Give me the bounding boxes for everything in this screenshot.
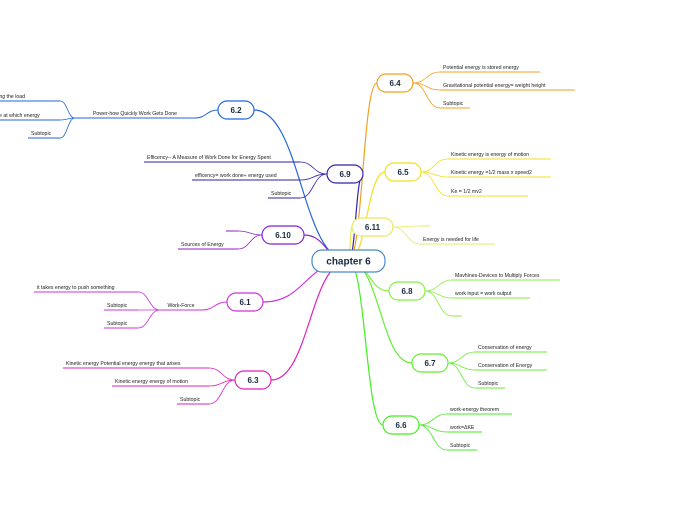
- topic-node-frame: [261, 225, 305, 245]
- subtopic-label: Conservation of Energy: [478, 363, 533, 369]
- connector-line: [194, 109, 219, 119]
- subtopic-label: work input = work output: [455, 291, 512, 297]
- subtopic-label: Energy is needed for life: [423, 237, 479, 243]
- topic-node-6-6[interactable]: 6.6: [382, 415, 420, 435]
- subtopic-label: Subtopic: [107, 303, 128, 309]
- topic-node-label: 6.10: [275, 231, 291, 240]
- connector-line: [299, 173, 328, 199]
- subtopic-label: Subtopic: [180, 397, 201, 403]
- subtopic-label: work-energy theorem: [450, 407, 499, 413]
- subtopic-label: Efficency-- A Measure of Work Done for E…: [147, 155, 271, 161]
- connector-line: [392, 226, 421, 245]
- topic-node-frame: [382, 415, 420, 435]
- subtopic-label: it takes energy to push something: [37, 285, 115, 291]
- connector-line: [447, 351, 476, 364]
- subtopic-label: Subtopic: [107, 321, 128, 327]
- connector-line: [418, 413, 448, 426]
- connector-line: [201, 301, 228, 311]
- connector-line: [412, 71, 441, 84]
- topic-node-6-5[interactable]: 6.5: [384, 162, 422, 182]
- subtopic-label: Work-Force: [168, 303, 195, 309]
- topic-node-label: 6.2: [230, 106, 242, 115]
- connector-line: [299, 161, 328, 175]
- subtopic-label: Subtopic: [478, 381, 499, 387]
- connector-line: [348, 171, 386, 262]
- connector-line: [348, 260, 413, 364]
- topic-node-6-4[interactable]: 6.4: [376, 73, 414, 93]
- node-layer: 6.4 Potential energy is stored energyGrav…: [0, 65, 546, 449]
- topic-node-label: 6.6: [395, 421, 407, 430]
- subtopic-label: Sources of Energy: [181, 242, 224, 248]
- topic-node-frame: [226, 292, 264, 312]
- subtopic-label: lifting the load: [0, 94, 25, 100]
- topic-node-6-11[interactable]: 6.11: [351, 217, 394, 237]
- subtopic-label: efficency= work done÷ energy used: [195, 173, 277, 179]
- topic-node-6-8[interactable]: 6.8: [388, 281, 426, 301]
- subtopic-label: Power-how Quickly Work Gets Done: [93, 111, 177, 117]
- subtopic-label: Subtopic: [271, 191, 292, 197]
- topic-node-label: 6.8: [401, 287, 413, 296]
- topic-node-6-2[interactable]: 6.2: [217, 100, 255, 120]
- topic-node-6-9[interactable]: 6.9: [326, 164, 364, 184]
- root-node-frame: [311, 249, 386, 273]
- subtopic-label: rate at which energy: [0, 113, 40, 119]
- connector-line: [348, 260, 384, 426]
- connector-line: [137, 309, 161, 329]
- connector-line: [420, 171, 449, 197]
- connector-line: [59, 117, 76, 139]
- connector-layer: [0, 71, 575, 451]
- topic-node-frame: [411, 353, 449, 373]
- topic-node-frame: [384, 162, 422, 182]
- topic-node-label: 6.9: [339, 170, 351, 179]
- root-node[interactable]: chapter 6: [311, 249, 386, 273]
- subtopic-label: Gravitational potential energy= weight h…: [443, 83, 546, 89]
- subtopic-label: Kinetic energy Potential energy energy t…: [66, 361, 181, 367]
- topic-node-label: 6.4: [389, 79, 401, 88]
- connector-line: [208, 367, 236, 381]
- connector-line: [418, 424, 448, 451]
- connector-line: [424, 290, 453, 317]
- topic-node-6-1[interactable]: 6.1: [226, 292, 264, 312]
- topic-node-label: 6.5: [397, 168, 409, 177]
- topic-node-frame: [217, 100, 255, 120]
- topic-node-frame: [388, 281, 426, 301]
- connector-line: [208, 379, 236, 405]
- connector-line: [424, 279, 453, 292]
- connector-line: [237, 234, 263, 250]
- topic-node-frame: [326, 164, 364, 184]
- connector-line: [420, 158, 449, 173]
- subtopic-label: Kinetic energy =1/2 mass x speed2: [451, 170, 532, 176]
- subtopic-label: Subtopic: [450, 443, 471, 449]
- subtopic-label: Kinetic energy energy of motion: [115, 379, 188, 385]
- topic-node-6-7[interactable]: 6.7: [411, 353, 449, 373]
- subtopic-label: Ke = 1/2 mv2: [451, 189, 482, 195]
- topic-node-label: 6.1: [239, 298, 251, 307]
- connector-line: [237, 230, 263, 236]
- subtopic-label: work=ΔKE: [450, 425, 475, 431]
- connector-line: [137, 291, 161, 311]
- topic-node-frame: [234, 370, 272, 390]
- root-node-label: chapter 6: [326, 257, 371, 268]
- topic-node-label: 6.11: [365, 223, 381, 232]
- subtopic-label: Potential energy is stored energy: [443, 65, 519, 71]
- topic-node-6-10[interactable]: 6.10: [261, 225, 305, 245]
- topic-node-label: 6.3: [247, 376, 259, 385]
- subtopic-label: Conservation of energy: [478, 345, 532, 351]
- subtopic-label: Mavhines-Devices to Multiply Forces: [455, 273, 540, 279]
- connector-line: [270, 260, 349, 381]
- subtopic-label: Subtopic: [443, 101, 464, 107]
- connector-line: [392, 225, 421, 228]
- connector-line: [447, 362, 476, 389]
- connector-line: [412, 82, 441, 109]
- topic-node-label: 6.7: [424, 359, 436, 368]
- topic-node-6-3[interactable]: 6.3: [234, 370, 272, 390]
- topic-node-frame: [376, 73, 414, 93]
- subtopic-label: Subtopic: [31, 131, 52, 137]
- subtopic-label: Kinetic energy is energy of motion: [451, 152, 529, 158]
- connector-line: [59, 100, 76, 119]
- topic-node-frame: [351, 217, 394, 237]
